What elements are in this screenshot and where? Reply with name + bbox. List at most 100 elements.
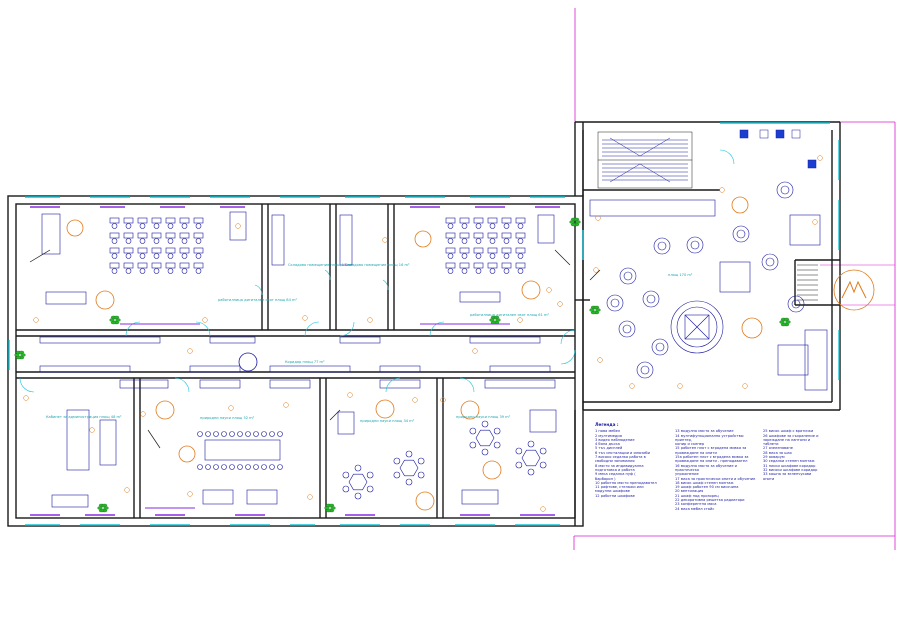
plant-leaf-icon — [595, 308, 601, 312]
legend-item: 22 декоративна решетка радиатори — [675, 498, 745, 503]
desk — [179, 247, 190, 254]
chair-icon — [342, 485, 350, 493]
legend-item: 16 модулно място за обучение и практичес… — [675, 463, 738, 472]
legend-item: 5 тъч дисплей — [595, 446, 623, 451]
fixture-marker — [629, 383, 635, 389]
plant-leaf-icon — [590, 310, 597, 315]
desk — [123, 217, 134, 224]
chair-icon — [539, 447, 547, 455]
chair-icon — [489, 268, 496, 274]
chair-icon — [153, 238, 160, 244]
chair-icon — [527, 468, 535, 476]
chair-icon — [447, 253, 454, 259]
fixture-marker — [440, 397, 446, 403]
classroom-desks-r1 — [109, 217, 204, 274]
legend-item: 23 конферентна маса — [675, 502, 717, 507]
desk — [501, 247, 512, 254]
plant-leaf-icon — [593, 305, 600, 310]
chair-icon — [181, 253, 188, 259]
walls — [7, 121, 841, 527]
chair-icon — [527, 440, 535, 448]
table-top — [791, 299, 801, 309]
chair-icon — [515, 461, 523, 469]
chair-icon — [493, 427, 501, 435]
room-label-r1: работилница дигитален свят площ 84 m² — [218, 298, 298, 302]
round-table — [776, 181, 794, 199]
chair-icon — [517, 238, 524, 244]
chair-icon — [237, 431, 243, 437]
fixture-marker — [677, 383, 683, 389]
chair-icon — [139, 268, 146, 274]
legend-item: 8 място за индивидуална — [595, 463, 644, 468]
chair-icon — [229, 431, 235, 437]
chair-icon — [461, 238, 468, 244]
chair-icon — [405, 478, 413, 486]
plant-leaf-icon — [109, 318, 115, 322]
chair-icon — [354, 464, 362, 472]
plant-leaf-icon — [569, 220, 575, 224]
desk — [123, 247, 134, 254]
chair-icon — [517, 223, 524, 229]
chair-icon — [475, 238, 482, 244]
whiteboards — [120, 323, 510, 509]
side-stair — [797, 264, 818, 301]
plant-leaf-icon — [589, 308, 595, 312]
fixture-marker — [517, 317, 523, 323]
chair-icon — [167, 268, 174, 274]
room-label-r9: природни науки площ 34 m² — [360, 419, 415, 423]
table-top — [655, 342, 665, 352]
fixture-marker — [347, 392, 353, 398]
round-table — [732, 225, 750, 243]
fixture-marker — [593, 267, 599, 273]
desk — [151, 232, 162, 239]
plant-leaf-icon — [325, 508, 332, 513]
chair-icon — [195, 238, 202, 244]
legend-item: 10 работно място преподавател — [595, 480, 657, 485]
chair-icon — [213, 464, 219, 470]
plant-leaf-icon — [115, 318, 121, 322]
hex-table — [475, 429, 495, 447]
chair-icon — [125, 253, 132, 259]
hex-table-clusters — [342, 420, 547, 500]
fixture-markers — [23, 155, 823, 512]
chair-icon — [461, 268, 468, 274]
chair-icon — [153, 223, 160, 229]
chair-icon — [167, 223, 174, 229]
plant-leaf-icon — [573, 217, 580, 222]
plant-leaf-icon — [113, 315, 120, 320]
desk — [123, 232, 134, 239]
legend-item: копир и скенер — [675, 442, 705, 447]
legend-item: 25 висок шкаф с вратички — [763, 429, 814, 434]
plant-leaf-icon — [495, 318, 501, 322]
desk — [137, 262, 148, 269]
desk — [487, 247, 498, 254]
plant-leaf-icon — [110, 320, 117, 325]
plant-leaf-icon — [20, 353, 26, 357]
fixture-marker — [23, 395, 29, 401]
desk — [193, 262, 204, 269]
chair-icon — [197, 431, 203, 437]
desk — [515, 262, 526, 269]
plant-leaf-icon — [18, 350, 25, 355]
chair-icon — [213, 431, 219, 437]
chair-icon — [261, 431, 267, 437]
room-label-r5: Коридор площ 77 m² — [285, 360, 325, 364]
desk — [487, 217, 498, 224]
round-table — [651, 338, 669, 356]
conference-chairs — [197, 431, 283, 470]
room-label-r8: природни науки площ 52 m² — [200, 416, 255, 420]
table-top — [622, 324, 632, 334]
legend-item: 13 модулно място за обучение — [675, 429, 734, 434]
chair-icon — [461, 253, 468, 259]
plant-leaf-icon — [97, 506, 103, 510]
desk — [137, 217, 148, 224]
desk — [445, 247, 456, 254]
legend-item: 20 вентилация — [675, 489, 704, 494]
desk — [109, 247, 120, 254]
chair-icon — [167, 238, 174, 244]
legend-item: 1 нова мебел — [595, 429, 621, 434]
chair-icon — [475, 223, 482, 229]
desk — [123, 262, 134, 269]
fixture-marker — [557, 301, 563, 307]
